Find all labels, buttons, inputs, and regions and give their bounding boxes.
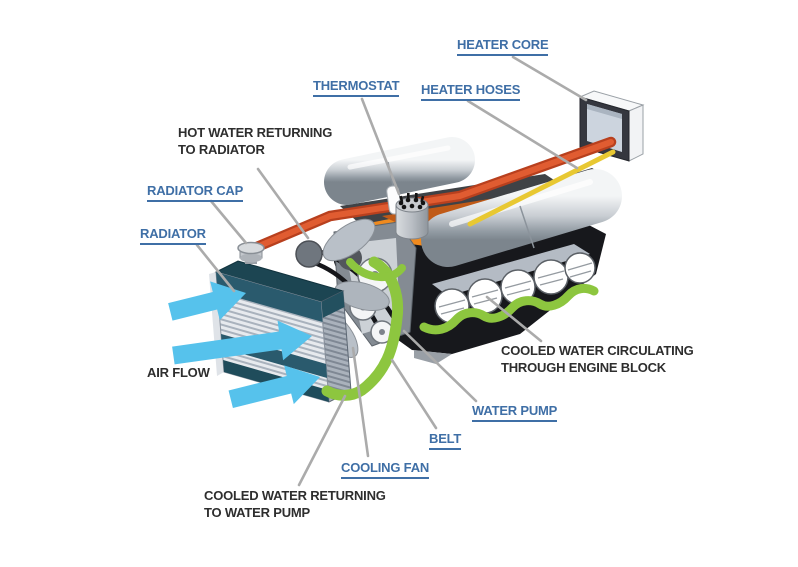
cylinders-graphic [434, 252, 596, 324]
coolant-wave-graphic [419, 283, 599, 335]
label-hot-water-returning: HOT WATER RETURNING TO RADIATOR [178, 125, 333, 157]
leader-radiator-cap [209, 199, 248, 245]
leader-heater-core [511, 55, 588, 102]
leader-hot-water [256, 167, 310, 240]
label-heater-core[interactable]: HEATER CORE [457, 36, 549, 56]
label-radiator[interactable]: RADIATOR [140, 225, 206, 245]
label-radiator-cap[interactable]: RADIATOR CAP [147, 182, 243, 202]
leader-heater-hoses [466, 99, 579, 170]
leader-radiator [195, 243, 236, 293]
label-cooled-water-returning: COOLED WATER RETURNING TO WATER PUMP [204, 488, 386, 520]
label-belt[interactable]: BELT [429, 430, 461, 450]
leader-cooling-fan [351, 346, 370, 458]
leader-water-pump [402, 329, 478, 403]
label-air-flow: AIR FLOW [147, 365, 210, 380]
label-cooling-fan[interactable]: COOLING FAN [341, 459, 429, 479]
label-cooled-water-circulating: COOLED WATER CIRCULATING THROUGH ENGINE … [501, 343, 694, 375]
leader-circulating [485, 295, 543, 343]
label-heater-hoses[interactable]: HEATER HOSES [421, 81, 520, 101]
label-water-pump[interactable]: WATER PUMP [472, 402, 557, 422]
leader-lines [195, 55, 588, 487]
label-thermostat[interactable]: THERMOSTAT [313, 77, 400, 97]
leader-returning [297, 394, 347, 487]
leader-belt [390, 358, 438, 430]
leader-thermostat [360, 97, 401, 196]
airflow-arrows-graphic [168, 281, 320, 408]
radiator-cap-graphic [237, 241, 265, 264]
